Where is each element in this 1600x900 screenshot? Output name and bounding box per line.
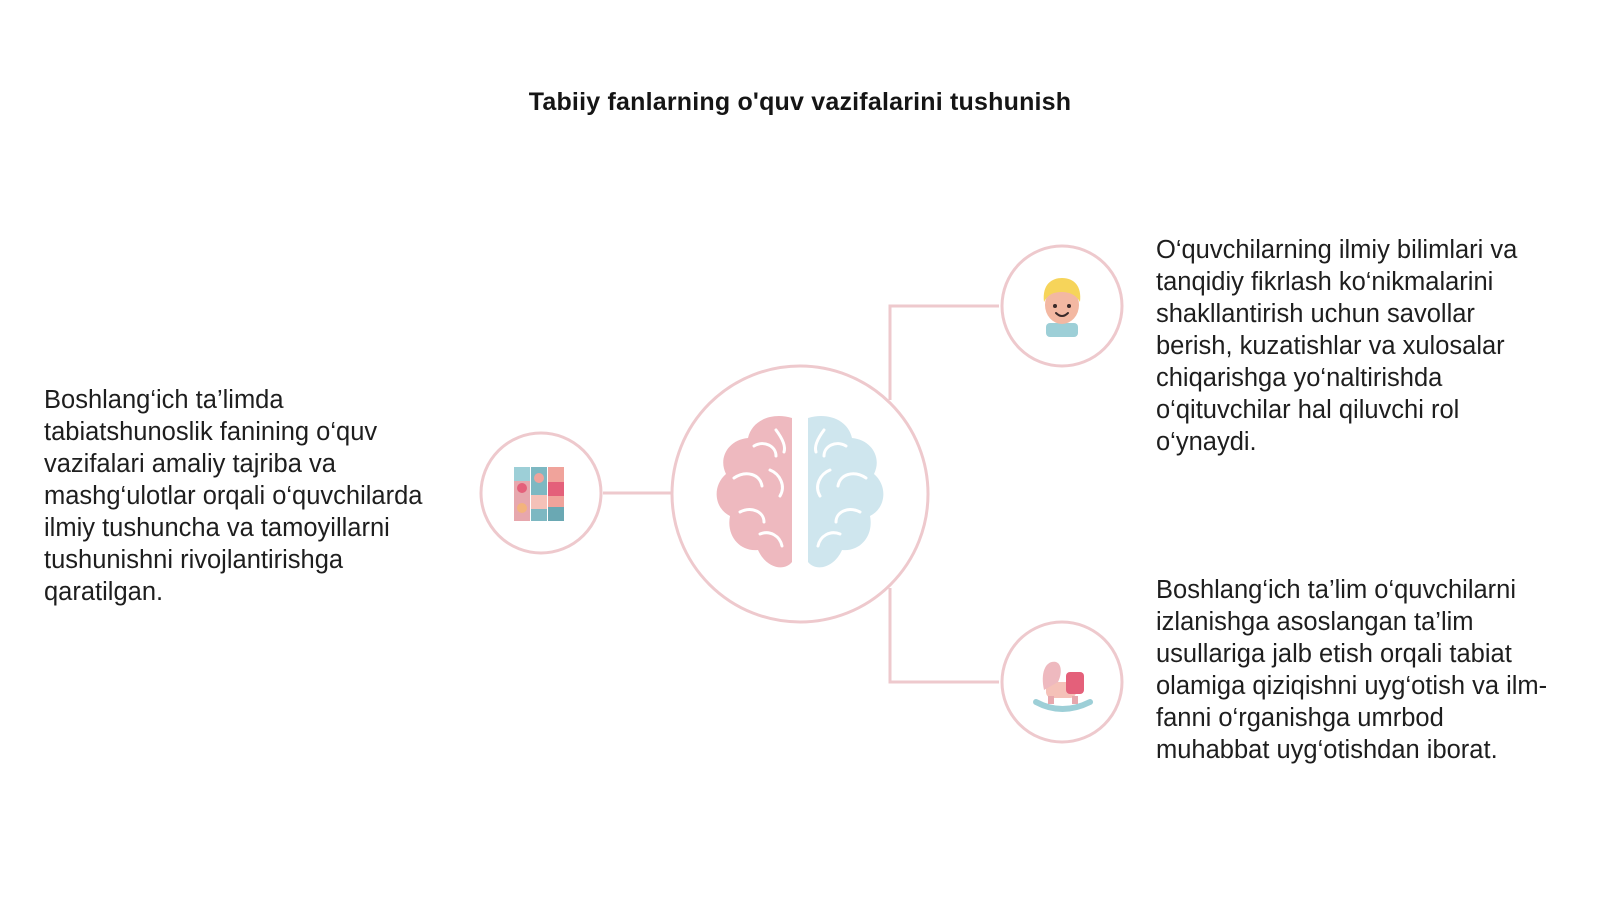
rocking-horse-icon [1033, 661, 1093, 712]
child-face-icon [1043, 278, 1081, 337]
text-block-right-top: O‘quvchilarning ilmiy bilimlari va tanqi… [1156, 236, 1518, 456]
puzzle-blocks-icon [514, 467, 564, 521]
connector-right-top [888, 304, 999, 400]
text-block-left: Boshlang‘ich ta’limda tabiatshunoslik fa… [44, 386, 423, 606]
text-block-right-bottom: Boshlang‘ich ta’lim o‘quvchilarni izlani… [1156, 576, 1548, 764]
left-node [479, 431, 603, 555]
right-bottom-node [1000, 620, 1124, 744]
center-node [670, 364, 930, 624]
page-title: Tabiiy fanlarning o'quv vazifalarini tus… [528, 88, 1072, 116]
connectors [603, 304, 999, 684]
right-top-node [1000, 244, 1124, 368]
connector-right-bottom [888, 588, 999, 684]
brain-icon [716, 416, 884, 568]
